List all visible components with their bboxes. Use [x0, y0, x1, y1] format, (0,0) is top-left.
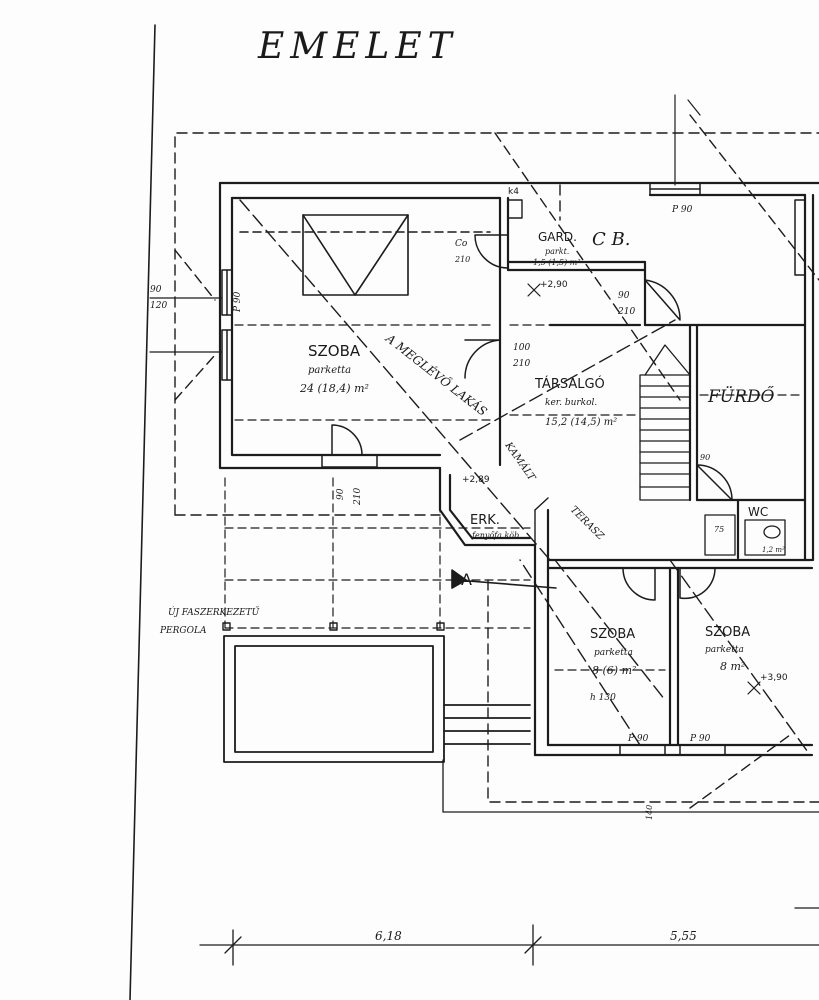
window-left-upper	[221, 269, 233, 316]
room-erk: ERK. fenyőfa köb.	[470, 513, 522, 540]
staircase	[639, 344, 691, 501]
k4-label: k4	[508, 187, 519, 197]
axis-markers	[149, 94, 701, 353]
property-line-bottom	[442, 759, 819, 813]
interior-dashed-lines	[234, 324, 801, 671]
room-gardrob: GARD. C B. parkt. 1,5 (1,5) m²	[533, 229, 630, 267]
opening-90-szoba: 90	[336, 488, 346, 500]
opening-p90-left: P 90	[233, 291, 243, 313]
co-height: 210	[454, 255, 470, 264]
opening-210-b: 210	[512, 359, 530, 369]
pergola-posts	[222, 622, 445, 631]
room-furdo-name: FÜRDŐ	[707, 386, 775, 407]
room-area: 1,2 m²	[762, 546, 785, 554]
room-area: 15,2 (14,5) m²	[545, 417, 617, 428]
terrace-label: TERASZ	[568, 504, 607, 543]
opening-210-szoba: 210	[353, 488, 363, 506]
room-note: fenyőfa köb.	[471, 531, 522, 540]
drawing-title: EMELET	[257, 26, 458, 67]
room-floor: parketta	[705, 645, 744, 655]
opening-p90-top: P 90	[671, 205, 693, 215]
room-name: SZOBA	[705, 625, 750, 640]
pergola-note-2: PERGOLA	[159, 626, 207, 636]
door-furdo	[696, 464, 733, 501]
level-marker-1	[527, 283, 541, 297]
room-floor: parketta	[308, 365, 351, 376]
property-line-left	[129, 24, 156, 1000]
dimension-left: 6,18	[375, 929, 402, 943]
room-szoba-main: SZOBA parketta 24 (18,4) m²	[299, 342, 369, 395]
room-name: SZOBA	[308, 342, 361, 360]
opening-120-left: 120	[150, 301, 167, 311]
dimension-right: 5,55	[670, 929, 697, 943]
room-tarsalgo: TÁRSALGÓ ker. burkol. 15,2 (14,5) m²	[534, 376, 617, 428]
height-note: h 130	[590, 693, 616, 703]
roof-ridge-lines	[239, 199, 811, 756]
pergola-grid	[224, 477, 531, 629]
opening-p90-b2: P 90	[689, 734, 711, 744]
level-marker-2-label: +2,89	[462, 475, 490, 485]
door-szoba-3	[679, 567, 716, 600]
roof-outline	[174, 114, 819, 809]
door-szoba-tarsalgo	[464, 339, 501, 379]
level-marker-3	[747, 681, 761, 695]
room-floor: parketta	[594, 648, 633, 658]
room-name: ERK.	[470, 513, 500, 528]
co-label: Co	[455, 239, 468, 249]
roof-label-2: KAMÁLT	[502, 439, 539, 484]
room-name: SZOBA	[590, 627, 635, 642]
wardrobe-cabinet	[239, 214, 491, 296]
opening-90-left: 90	[150, 285, 162, 295]
room-area: 8 m²	[720, 660, 745, 673]
wc-fixtures	[704, 514, 786, 556]
window-bottom-left	[619, 744, 726, 756]
window-right	[794, 199, 806, 276]
room-floor: ker. burkol.	[545, 398, 597, 408]
room-name: GARD.	[538, 230, 577, 244]
level-marker-1-label: +2,90	[540, 280, 568, 290]
level-marker-3-label: +3,90	[760, 673, 788, 683]
opening-140-b: 140	[645, 805, 654, 820]
opening-90-furdo: 90	[700, 453, 710, 462]
opening-90-tarsalgo: 90	[618, 291, 630, 301]
pergola-note-1: ÚJ FASZERKEZETŰ	[168, 605, 260, 618]
room-szoba-2: SZOBA parketta 8 (6) m²	[590, 627, 636, 677]
door-szoba-balcony	[321, 424, 378, 468]
opening-75-wc: 75	[714, 525, 724, 534]
dimension-line	[199, 907, 819, 966]
room-extra: C B.	[592, 229, 630, 250]
room-note: parkt.	[545, 247, 569, 256]
room-name: WC	[748, 505, 768, 519]
opening-p90-b1: P 90	[627, 734, 649, 744]
door-gardrob	[474, 234, 509, 269]
existing-roof-label: A MEGLÉVŐ LAKÁS	[382, 330, 490, 419]
lower-terrace	[223, 635, 531, 763]
opening-210-tarsalgo: 210	[617, 307, 635, 317]
opening-100: 100	[513, 343, 530, 353]
door-szoba-2	[622, 567, 656, 601]
room-wc: WC 1,2 m²	[748, 505, 785, 554]
room-name: TÁRSALGÓ	[534, 376, 605, 392]
chimney-k4	[507, 199, 523, 219]
window-left-lower	[221, 329, 233, 381]
door-tarsalgo-fürdo	[644, 279, 681, 321]
room-area: 1,5 (1,5) m²	[533, 258, 581, 267]
section-marker	[451, 569, 557, 589]
section-marker-label: A	[461, 570, 472, 589]
room-area: 24 (18,4) m²	[299, 382, 369, 395]
room-area: 8 (6) m²	[592, 664, 636, 677]
balcony-railing	[534, 497, 549, 546]
room-szoba-3: SZOBA parketta 8 m²	[705, 625, 750, 673]
outer-walls	[218, 181, 819, 757]
